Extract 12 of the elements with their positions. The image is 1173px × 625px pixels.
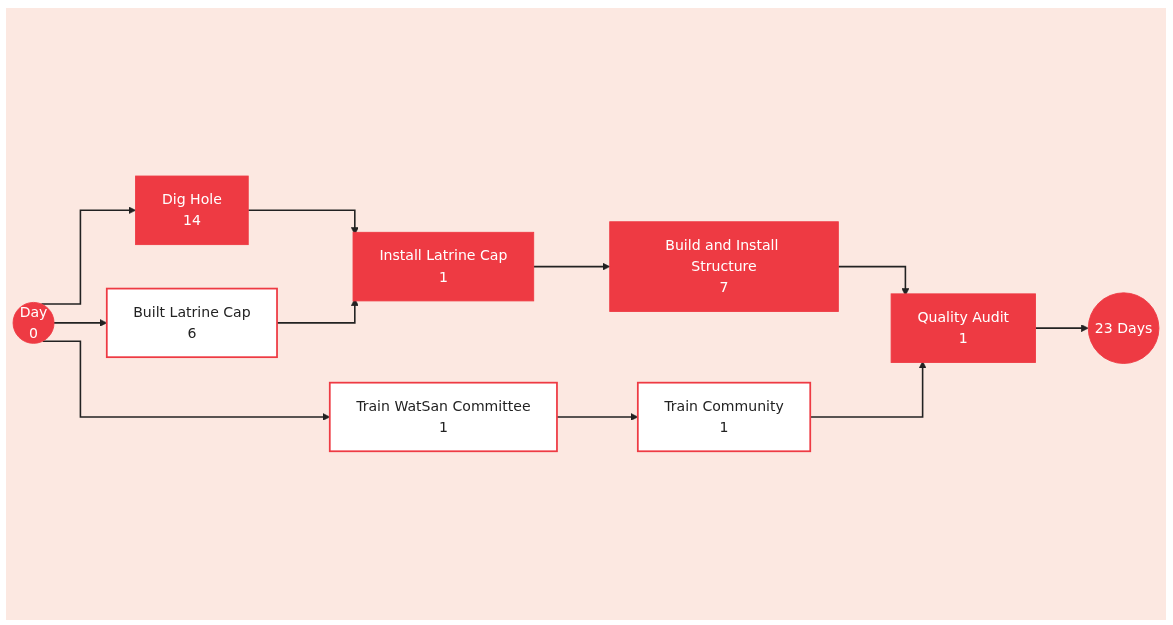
node-box: Built Latrine Cap 6 (105, 288, 278, 359)
node-box: Build and Install Structure 7 (609, 221, 839, 313)
node-box: Train WatSan Committee 1 (328, 382, 558, 453)
arrow (532, 263, 611, 271)
arrow (1034, 324, 1089, 333)
node-box: Train Community 1 (636, 382, 812, 453)
node-circle: 23 Days (1087, 292, 1160, 365)
arrow (40, 206, 136, 306)
node-circle: Day 0 (12, 302, 55, 345)
node-box: Quality Audit 1 (890, 293, 1036, 364)
node-box: Dig Hole 14 (135, 175, 249, 246)
node-box: Install Latrine Cap 1 (352, 232, 535, 302)
